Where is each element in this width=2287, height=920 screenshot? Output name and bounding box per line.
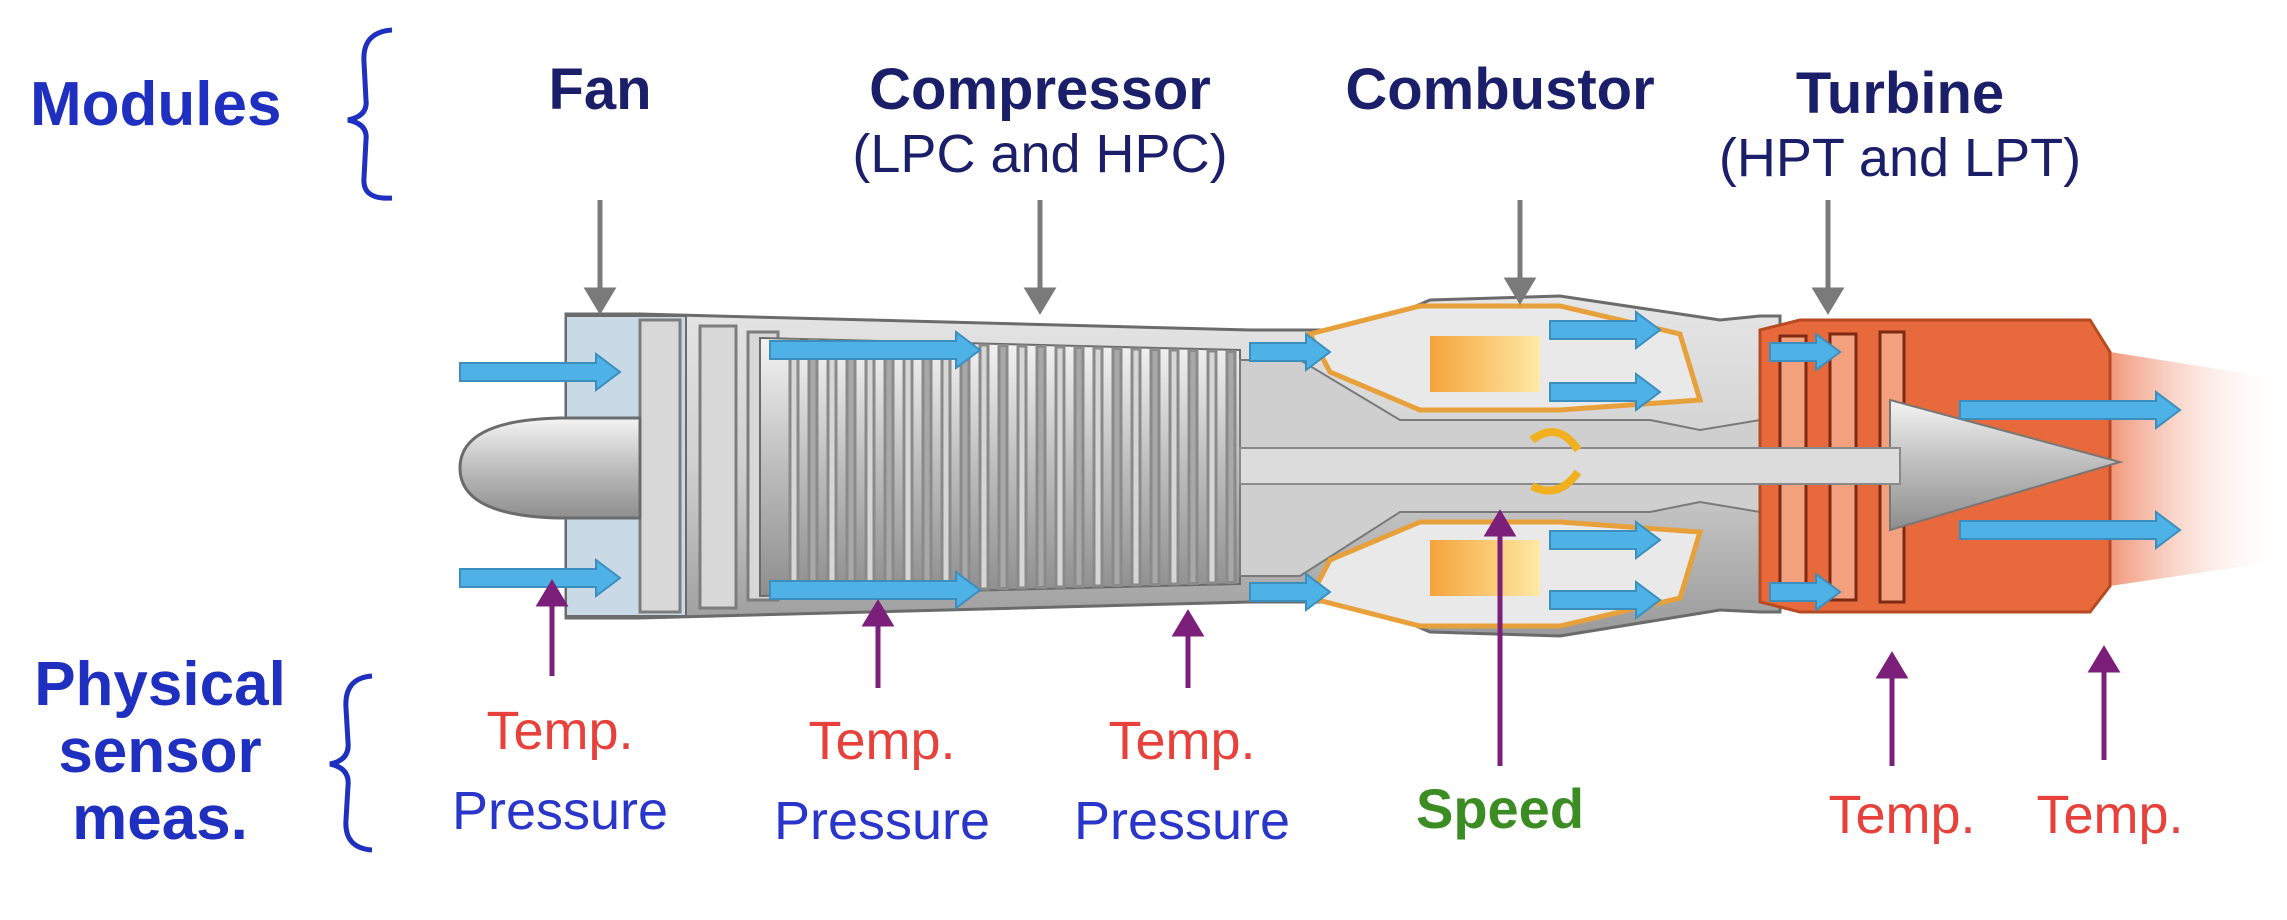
sensor-pressure-label: Pressure xyxy=(451,781,669,841)
compressor-stages xyxy=(788,338,1237,596)
modules-brace xyxy=(347,27,393,201)
airflow-arrow xyxy=(1549,520,1662,560)
modules-title: Modules xyxy=(30,70,282,139)
nose-cone xyxy=(458,416,642,520)
compressor-stage xyxy=(997,344,1009,590)
airflow-arrow xyxy=(1249,572,1332,612)
fan-arrowhead xyxy=(583,287,617,315)
compressor-stage xyxy=(883,341,895,593)
combustor-arrowhead xyxy=(1503,277,1537,305)
exhaust-plume xyxy=(2110,352,2287,586)
compressor-stage xyxy=(1130,347,1142,587)
sensor-temp-label: Temp. xyxy=(1108,711,1256,771)
shaft xyxy=(1239,447,1901,485)
airflow-arrow xyxy=(1249,332,1332,372)
physical-sensor-title-line3: meas. xyxy=(72,783,248,853)
compressor-stage xyxy=(864,340,876,594)
airflow-arrow xyxy=(769,570,982,610)
sensor-pointer-arrows xyxy=(535,509,2121,766)
compressor-stage xyxy=(978,343,990,591)
sensor-fan-inlet: Temp. Pressure xyxy=(430,700,690,842)
airflow-arrow xyxy=(769,330,982,370)
sensor-temp-label: Temp. xyxy=(808,711,956,771)
fan-blades xyxy=(638,318,780,614)
compressor-stage xyxy=(940,342,952,592)
module-turbine-sub: (HPT and LPT) xyxy=(1718,128,2082,188)
compressor-stage xyxy=(788,338,800,596)
compressor-stage xyxy=(1225,350,1237,584)
module-pointer-arrows xyxy=(583,200,1845,315)
module-compressor: Compressor (LPC and HPC) xyxy=(820,56,1260,185)
airflow-arrow xyxy=(1549,372,1662,412)
compressor-stage xyxy=(902,341,914,593)
airflow-arrow xyxy=(1959,510,2182,550)
sensor-hpc: Temp. Pressure xyxy=(1052,710,1312,852)
compressor-stage xyxy=(845,340,857,594)
airflow-arrow xyxy=(1959,390,2182,430)
compressor-arrowhead xyxy=(1023,287,1057,315)
compressor-stage xyxy=(807,339,819,595)
compressor-stage xyxy=(826,339,838,595)
sensor-pressure-label: Pressure xyxy=(1073,791,1291,851)
module-combustor-label: Combustor xyxy=(1345,57,1655,122)
compressor-stage xyxy=(921,342,933,592)
compressor-stage xyxy=(1073,346,1085,588)
compressor-stage xyxy=(1168,348,1180,586)
compressor-stage xyxy=(1187,349,1199,585)
module-turbine-label: Turbine xyxy=(1795,61,2005,126)
sensor-speed-label: Speed xyxy=(1415,777,1585,840)
airflow-arrow xyxy=(1769,332,1842,372)
airflow-arrow xyxy=(1769,572,1842,612)
compressor-stage xyxy=(1111,347,1123,587)
sensor-temp-label: Temp. xyxy=(486,701,634,761)
sensor-pressure-label: Pressure xyxy=(773,791,991,851)
airflow-arrow xyxy=(459,558,622,598)
compressor-stage xyxy=(1149,348,1161,586)
module-compressor-label: Compressor xyxy=(869,57,1211,122)
module-fan-label: Fan xyxy=(548,57,652,122)
module-compressor-sub: (LPC and HPC) xyxy=(852,124,1228,184)
airflow-arrow xyxy=(1549,310,1662,350)
physical-sensor-title-line2: sensor xyxy=(58,716,262,786)
turbine-arrowhead xyxy=(1811,287,1845,315)
physical-sensor-title-line1: Physical xyxy=(34,650,286,719)
sensor-lpc: Temp. Pressure xyxy=(752,710,1012,852)
airflow-arrows xyxy=(459,310,2182,620)
rotation-arrow-icon xyxy=(1529,428,1582,495)
airflow-arrow xyxy=(1549,580,1662,620)
compressor-stage xyxy=(1054,345,1066,589)
sensor-lpt-temp-label: Temp. xyxy=(2036,785,2184,845)
physical-sensor-title: Physical sensor meas. xyxy=(20,650,300,853)
compressor-stage xyxy=(1035,345,1047,589)
compressor-stage xyxy=(1092,346,1104,588)
sensor-brace xyxy=(329,673,373,853)
module-turbine: Turbine (HPT and LPT) xyxy=(1690,60,2110,189)
airflow-arrow xyxy=(459,352,622,392)
compressor-stage xyxy=(959,343,971,591)
compressor-stage xyxy=(1016,344,1028,590)
compressor-stage xyxy=(1206,349,1218,585)
sensor-hpt-temp-label: Temp. xyxy=(1828,785,1976,845)
